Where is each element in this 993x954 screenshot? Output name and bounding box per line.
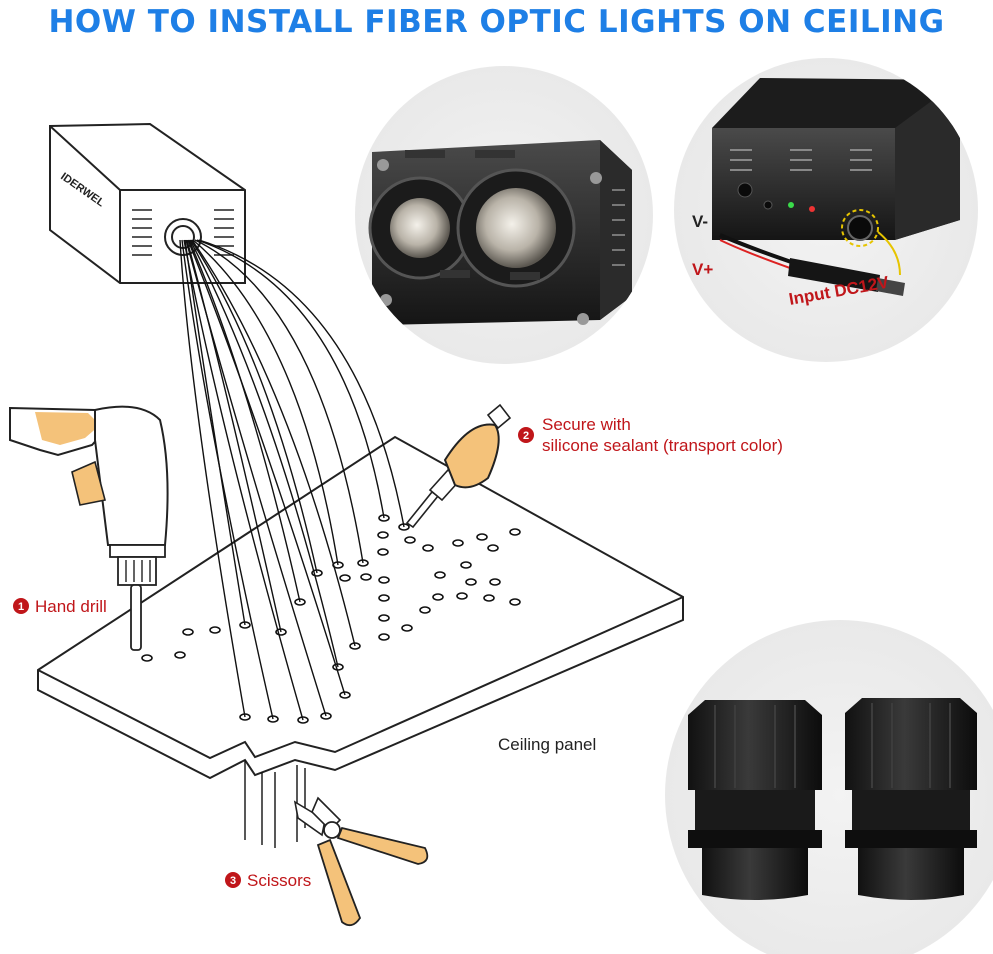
cable-gland-photo	[665, 620, 993, 954]
hand-drill-icon	[9, 405, 169, 651]
step-3: 3 Scissors	[225, 871, 311, 890]
step-3-number: 3	[230, 875, 236, 887]
step-2-badge	[518, 427, 534, 443]
ceiling-panel-label: Ceiling panel	[498, 735, 596, 754]
step-2: 2 Secure with silicone sealant (transpor…	[518, 415, 783, 455]
cable-gland-right	[845, 698, 977, 900]
ceiling-panel: Ceiling panel	[37, 435, 684, 780]
scissors-icon	[293, 796, 429, 927]
power-input-photo: V- V+ Input DC12V	[674, 58, 978, 362]
light-engine-photo	[355, 66, 653, 364]
v-plus-label: V+	[692, 260, 713, 279]
step-3-badge	[225, 872, 241, 888]
step-1-label: Hand drill	[35, 597, 107, 616]
step-1: 1 Hand drill	[13, 597, 107, 616]
step-1-number: 1	[18, 601, 24, 613]
page-title: HOW TO INSTALL FIBER OPTIC LIGHTS ON CEI…	[48, 4, 945, 40]
light-source-box: IDERWEL	[49, 122, 246, 284]
v-minus-label: V-	[692, 212, 708, 231]
step-2-label-line2: silicone sealant (transport color)	[542, 436, 783, 455]
step-1-badge	[13, 598, 29, 614]
step-2-number: 2	[523, 430, 529, 442]
step-3-label: Scissors	[247, 871, 311, 890]
cable-gland-left	[688, 700, 822, 900]
sealant-bottle-icon	[405, 403, 512, 529]
step-2-label-line1: Secure with	[542, 415, 631, 434]
fiber-strands	[179, 239, 405, 848]
